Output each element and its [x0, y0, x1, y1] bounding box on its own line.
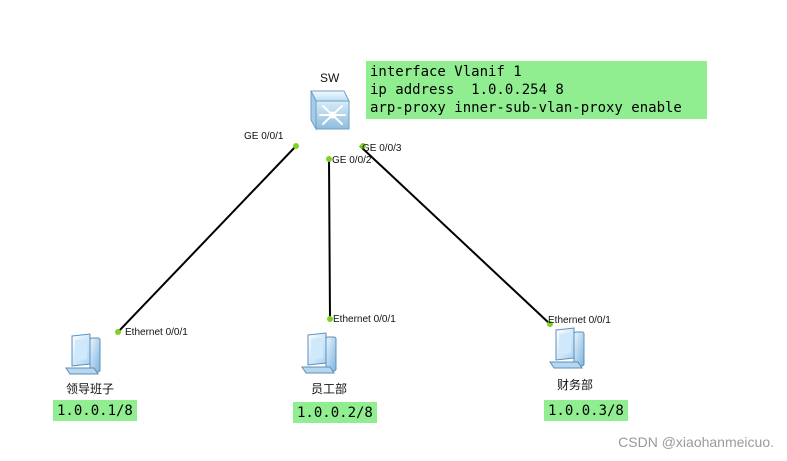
port-dot-pc3-eth[interactable]	[547, 321, 553, 327]
port-label-sw-ge1: GE 0/0/1	[244, 131, 284, 142]
watermark-text: CSDN @xiaohanmeicuo.	[618, 434, 774, 450]
port-dot-sw-ge1[interactable]	[293, 143, 299, 149]
pc-icon-leadership[interactable]	[65, 333, 101, 375]
config-line-3: arp-proxy inner-sub-vlan-proxy enable	[370, 100, 682, 116]
port-label-sw-ge2: GE 0/0/2	[332, 155, 372, 166]
config-line-2: ip address 1.0.0.254 8	[370, 82, 564, 98]
host-name-finance: 财务部	[557, 378, 594, 392]
port-dot-pc1-eth[interactable]	[115, 329, 121, 335]
port-label-pc2-eth: Ethernet 0/0/1	[333, 314, 396, 325]
port-dot-pc2-eth[interactable]	[327, 316, 333, 322]
port-label-pc1-eth: Ethernet 0/0/1	[125, 327, 188, 338]
host-name-leadership: 领导班子	[66, 382, 115, 396]
host-ip-leadership: 1.0.0.1/8	[53, 400, 137, 421]
host-name-staff: 员工部	[311, 382, 348, 396]
port-dot-sw-ge2[interactable]	[326, 156, 332, 162]
link-sw-pc2	[328, 158, 331, 320]
pc-icon-staff[interactable]	[301, 332, 337, 374]
pc-icon-finance[interactable]	[549, 327, 585, 369]
port-label-sw-ge3: GE 0/0/3	[362, 143, 402, 154]
link-sw-pc1	[117, 145, 297, 333]
host-ip-staff: 1.0.0.2/8	[293, 402, 377, 423]
host-ip-finance: 1.0.0.3/8	[544, 400, 628, 421]
port-label-pc3-eth: Ethernet 0/0/1	[548, 315, 611, 326]
switch-name: SW	[320, 71, 340, 85]
port-dot-sw-ge3[interactable]	[360, 143, 366, 149]
config-line-1: interface Vlanif 1	[370, 64, 522, 80]
switch-icon[interactable]	[310, 90, 350, 131]
config-box: interface Vlanif 1 ip address 1.0.0.254 8…	[366, 61, 707, 119]
link-sw-pc3	[359, 145, 551, 325]
